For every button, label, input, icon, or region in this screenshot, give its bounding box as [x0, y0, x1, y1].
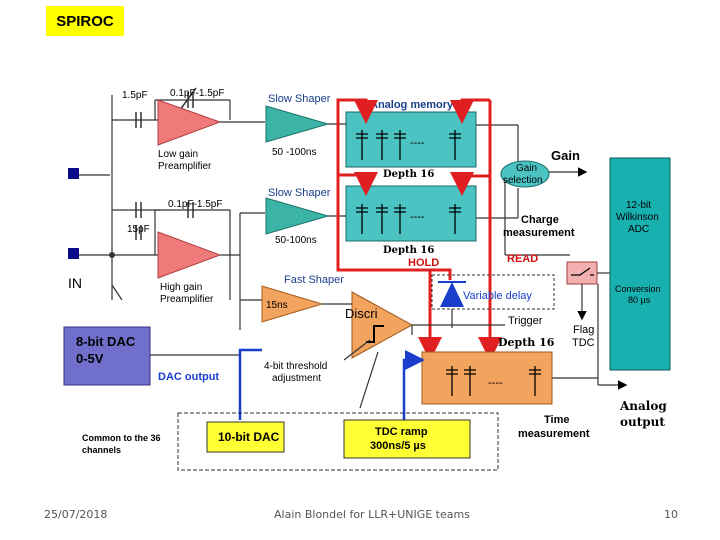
tdc-dashes: ---- [488, 377, 503, 389]
time-measurement-label-1: Time [544, 414, 569, 426]
fast-shaper-label: Fast Shaper [284, 274, 344, 286]
low-gain-label-1: Low gain [158, 149, 198, 160]
switch-icon [571, 267, 594, 276]
dac-8bit [63, 326, 151, 386]
input-node [109, 252, 115, 258]
slow-shaper-bot-label: Slow Shaper [268, 187, 331, 199]
capacitor-icon [135, 87, 197, 240]
flag-tdc-label-1: Flag [573, 324, 594, 336]
cap-top-var-label: 0.1pF-1.5pF [170, 88, 224, 99]
analog-output-label-2: output [620, 415, 665, 429]
slow-shaper-top-label: Slow Shaper [268, 93, 331, 105]
gain-label: Gain [551, 148, 580, 163]
adc-label-2: Wilkinson [616, 212, 659, 223]
threshold-label-2: adjustment [272, 373, 321, 384]
input-pad-top [68, 168, 79, 179]
tdc-ramp-label-2: 300ns/5 µs [370, 440, 426, 452]
footer-date: 25/07/2018 [44, 508, 108, 521]
variable-delay-box [431, 274, 555, 310]
slow-shaper-top-time: 50 -100ns [272, 147, 316, 158]
input-label: IN [68, 275, 82, 291]
slow-shaper-top [265, 105, 330, 143]
footer-center: Alain Blondel for LLR+UNIGE teams [274, 508, 470, 521]
common-label-2: channels [82, 445, 121, 455]
cap-mid-label: 15pF [127, 224, 150, 235]
tdc-ramp [343, 419, 471, 459]
gain-selection [500, 160, 550, 188]
cap-top-label: 1.5pF [122, 90, 148, 101]
dac8-label-2: 0-5V [76, 351, 104, 366]
tdc-memory [421, 351, 553, 405]
trigger-label: Trigger [508, 315, 543, 327]
gain-selection-label-1: Gain [516, 163, 537, 174]
fast-shaper-time: 15ns [266, 300, 288, 311]
slow-shaper-bot-time: 50-100ns [275, 235, 317, 246]
read-label: READ [507, 253, 538, 265]
charge-measurement-label-1: Charge [521, 214, 559, 226]
hold-read-lines [336, 98, 502, 361]
low-gain-preamplifier [157, 99, 222, 146]
adc-conversion-label-2: 80 µs [628, 295, 651, 305]
discri-symbol-icon [366, 325, 384, 343]
high-gain-label-1: High gain [160, 282, 202, 293]
shaper-connections [328, 123, 588, 256]
common-channels-box [177, 412, 499, 471]
flag-tdc-label-2: TDC [572, 337, 595, 349]
gain-selection-label-2: selection [503, 175, 542, 186]
depth-bot-label: Depth 16 [383, 245, 434, 256]
preamp-connections [220, 121, 265, 330]
tdc-ramp-label-1: TDC ramp [375, 426, 428, 438]
analog-memory-label: Analog memory [370, 99, 454, 111]
adc-conversion-label-1: Conversion [615, 284, 661, 294]
memory-capacitor-icon [356, 130, 461, 234]
wilkinson-adc [609, 157, 671, 371]
input-pad-bottom [68, 248, 79, 259]
depth-tdc-label: Depth 16 [498, 336, 555, 349]
blue-signal-lines [238, 348, 425, 420]
memory-dashes-top: ---- [410, 137, 425, 149]
hold-label: HOLD [408, 257, 439, 269]
depth-top-label: Depth 16 [383, 169, 434, 180]
dac10-label: 10-bit DAC [218, 430, 280, 444]
tdc-capacitor-icon [446, 366, 541, 396]
slide-title: SPIROC [46, 6, 124, 36]
dac-output-label: DAC output [158, 371, 219, 383]
footer-page-number: 10 [664, 508, 678, 521]
dac8-label-1: 8-bit DAC [76, 334, 136, 349]
time-measurement-label-2: measurement [518, 428, 590, 440]
high-gain-preamplifier [157, 231, 222, 279]
threshold-label-1: 4-bit threshold [264, 361, 327, 372]
memory-dashes-bottom: ---- [410, 211, 425, 223]
dac-10bit [206, 421, 285, 453]
cap-mid-var-label: 0.1pF-1.5pF [168, 199, 222, 210]
adc-label-1: 12-bit [626, 200, 651, 211]
variable-delay-buffer-icon [440, 282, 464, 307]
slow-shaper-bottom [265, 197, 330, 235]
common-label-1: Common to the 36 [82, 433, 161, 443]
fast-shaper [261, 285, 324, 323]
charge-measurement-label-2: measurement [503, 227, 575, 239]
low-gain-label-2: Preamplifier [158, 161, 212, 172]
high-gain-label-2: Preamplifier [160, 294, 214, 305]
analog-output-label-1: Analog [619, 399, 667, 413]
adc-label-3: ADC [628, 224, 649, 235]
variable-delay-label: Variable delay [463, 290, 532, 302]
discri-label: Discri [345, 306, 378, 321]
